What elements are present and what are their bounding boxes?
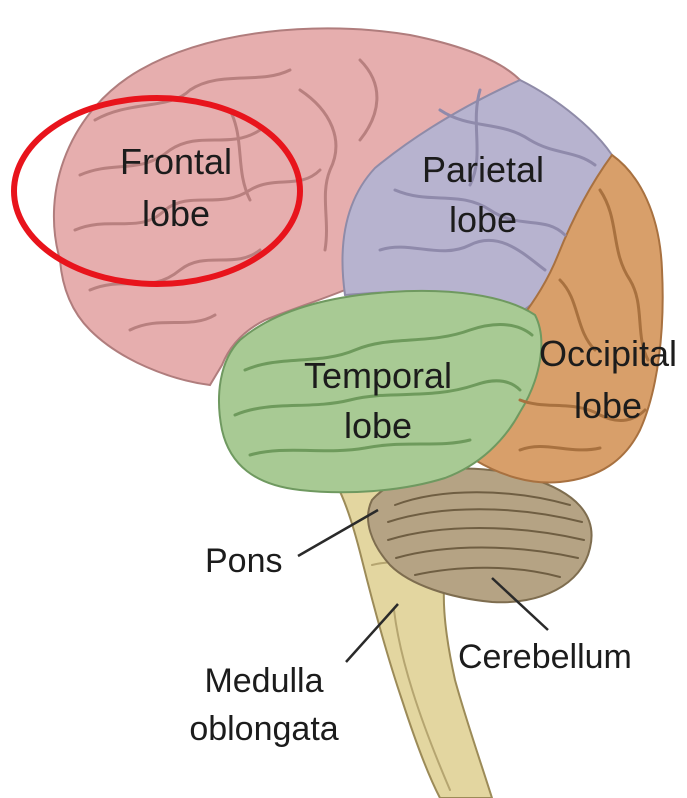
cerebellum-label: Cerebellum — [458, 638, 632, 676]
frontal-label-line1: Frontal — [120, 141, 232, 182]
occipital-label-line1: Occipital — [539, 333, 677, 374]
medulla-label-line1: Medulla — [204, 662, 323, 700]
temporal-label-line2: lobe — [344, 405, 412, 446]
medulla-label-line2: oblongata — [189, 710, 338, 748]
temporal-label-line1: Temporal — [304, 355, 452, 396]
parietal-label-line1: Parietal — [422, 149, 544, 190]
occipital-label-line2: lobe — [574, 385, 642, 426]
parietal-label-line2: lobe — [449, 199, 517, 240]
pons-label: Pons — [205, 542, 283, 580]
frontal-label-line2: lobe — [142, 193, 210, 234]
